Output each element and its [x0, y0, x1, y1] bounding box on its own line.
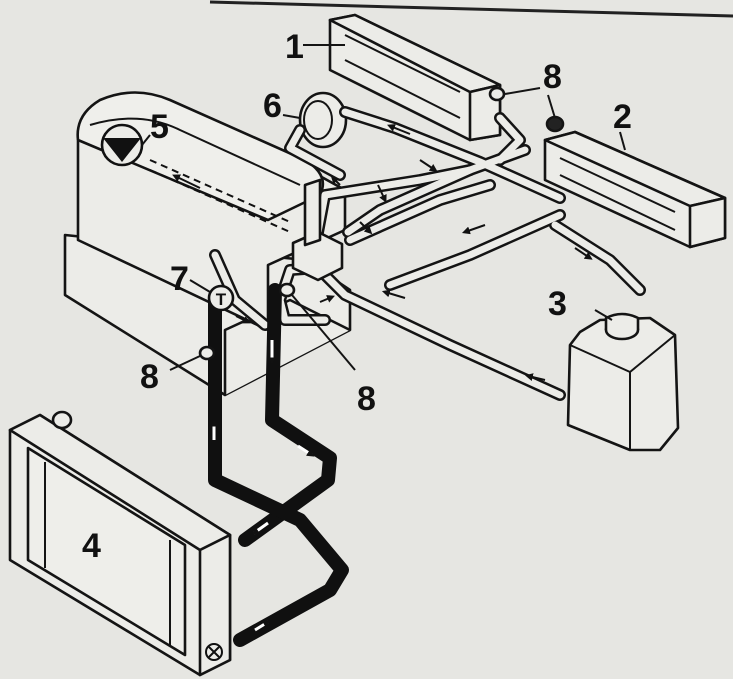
- pump-symbol: [100, 123, 144, 167]
- heater-valve: [298, 91, 348, 149]
- leader-lines: [141, 44, 626, 371]
- label-thermostat: 7: [170, 260, 189, 298]
- riser-pipe: [303, 178, 322, 247]
- heater-core-2: [543, 130, 727, 249]
- label-bleed-left: 8: [140, 358, 159, 396]
- label-bleed-mid: 8: [357, 380, 376, 418]
- radiator-hoses: [208, 283, 349, 647]
- flow-arrows: [235, 124, 593, 381]
- label-heater-2: 2: [613, 98, 632, 136]
- thermostat: T: [207, 284, 235, 312]
- label-radiator: 4: [82, 527, 101, 565]
- label-expansion-tank: 3: [548, 285, 567, 323]
- label-pump: 5: [150, 108, 169, 146]
- thermostat-symbol: T: [216, 290, 227, 309]
- callout-labels: 1 2 3 4 5 6 7 8 8 8: [82, 28, 632, 565]
- label-heater-1: 1: [285, 28, 304, 66]
- label-valve: 6: [263, 87, 282, 125]
- radiator: [8, 410, 232, 677]
- expansion-tank: [566, 312, 680, 452]
- internal-passage: [149, 159, 291, 233]
- label-bleed-top: 8: [543, 58, 562, 96]
- heater-core-1: [328, 13, 502, 142]
- page-edge: [209, 0, 733, 18]
